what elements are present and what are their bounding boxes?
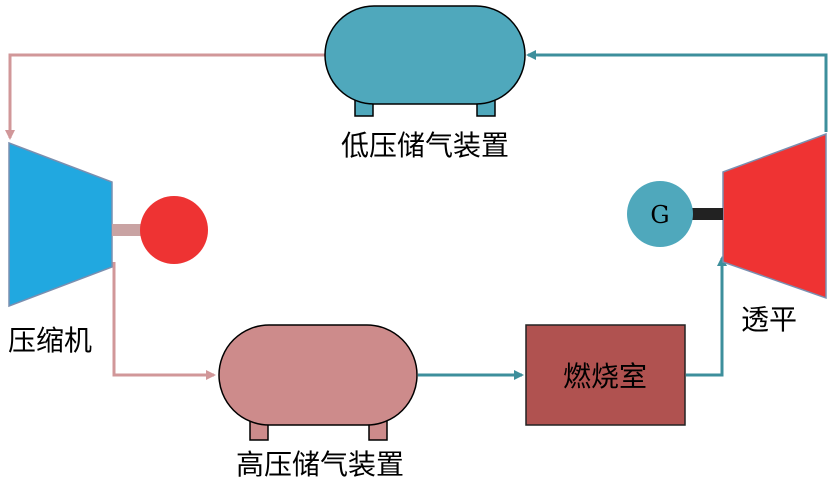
compressor-label: 压缩机 xyxy=(8,324,92,357)
flow-combustor-to-turbine xyxy=(686,256,727,377)
generator-circle xyxy=(627,181,693,247)
high-pressure-tank xyxy=(218,324,418,441)
low-pressure-tank-label: 低压储气装置 xyxy=(341,129,509,162)
flow-low-tank-to-compressor xyxy=(5,53,325,140)
turbine xyxy=(722,132,827,300)
compressor xyxy=(8,141,113,308)
flow-compressor-to-high-tank xyxy=(112,262,216,380)
combustor xyxy=(525,324,686,426)
turbine-shaft xyxy=(690,208,723,220)
high-pressure-tank-label: 高压储气装置 xyxy=(236,448,404,480)
combustor-label: 燃烧室 xyxy=(563,360,647,393)
motor-circle xyxy=(140,196,208,264)
compressor-shaft xyxy=(112,224,142,236)
low-pressure-tank xyxy=(324,5,526,117)
turbine-label: 透平 xyxy=(741,303,797,336)
generator-label: G xyxy=(650,201,669,229)
flow-turbine-to-low-tank xyxy=(526,50,828,132)
